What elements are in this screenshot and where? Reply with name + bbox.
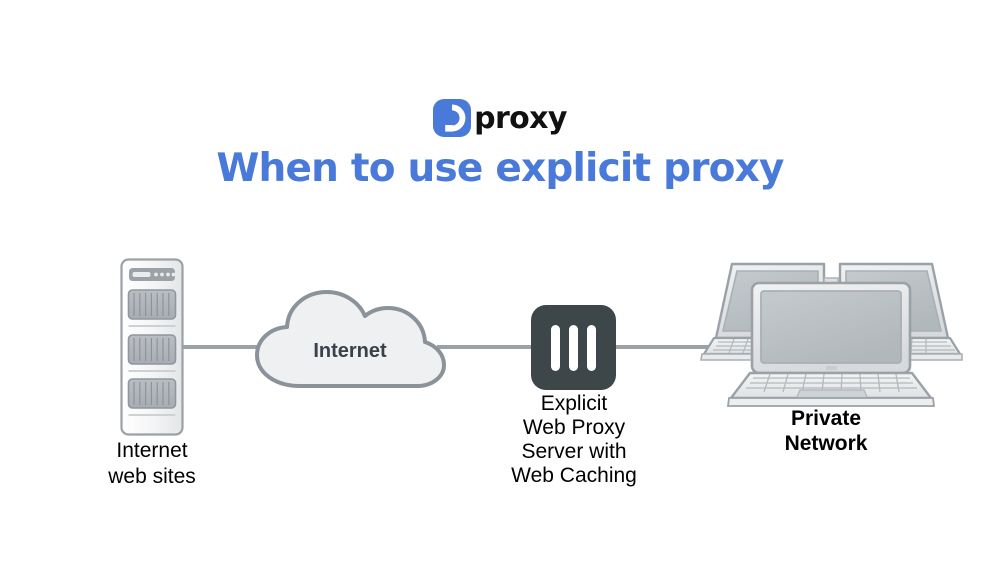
caption-internet-web-sites: Internet web sites <box>62 438 242 490</box>
caption-line: Web Caching <box>511 464 637 487</box>
proxy-bar-2 <box>569 324 578 371</box>
caption-line: Network <box>784 432 868 455</box>
caption-line: Web Proxy <box>522 416 626 439</box>
page-title: When to use explicit proxy <box>216 146 784 191</box>
proxy-bar-1 <box>551 324 560 371</box>
brand-lockup: proxy <box>0 96 1000 140</box>
link-proxy-to-network <box>615 345 719 349</box>
caption-explicit-proxy: Explicit Web Proxy Server with Web Cachi… <box>474 392 674 488</box>
caption-private-network: Private Network <box>736 406 916 456</box>
proxy-bar-3 <box>587 324 596 371</box>
brand-wordmark: proxy <box>474 101 567 136</box>
link-server-to-cloud <box>175 345 271 349</box>
caption-line: Server with <box>521 440 627 463</box>
proxy-server-icon <box>531 305 616 390</box>
caption-line: Explicit <box>540 392 608 415</box>
link-cloud-to-proxy <box>437 345 533 349</box>
laptop-front <box>726 277 936 407</box>
caption-line: web sites <box>108 465 196 488</box>
proxy-circle-logo-icon <box>433 99 472 137</box>
caption-line: Internet <box>116 439 188 462</box>
laptops-icon <box>696 250 968 408</box>
cloud-icon <box>252 282 448 392</box>
caption-line: Private <box>790 407 862 430</box>
server-tower-icon <box>120 258 184 436</box>
cloud-label: Internet <box>313 340 387 362</box>
